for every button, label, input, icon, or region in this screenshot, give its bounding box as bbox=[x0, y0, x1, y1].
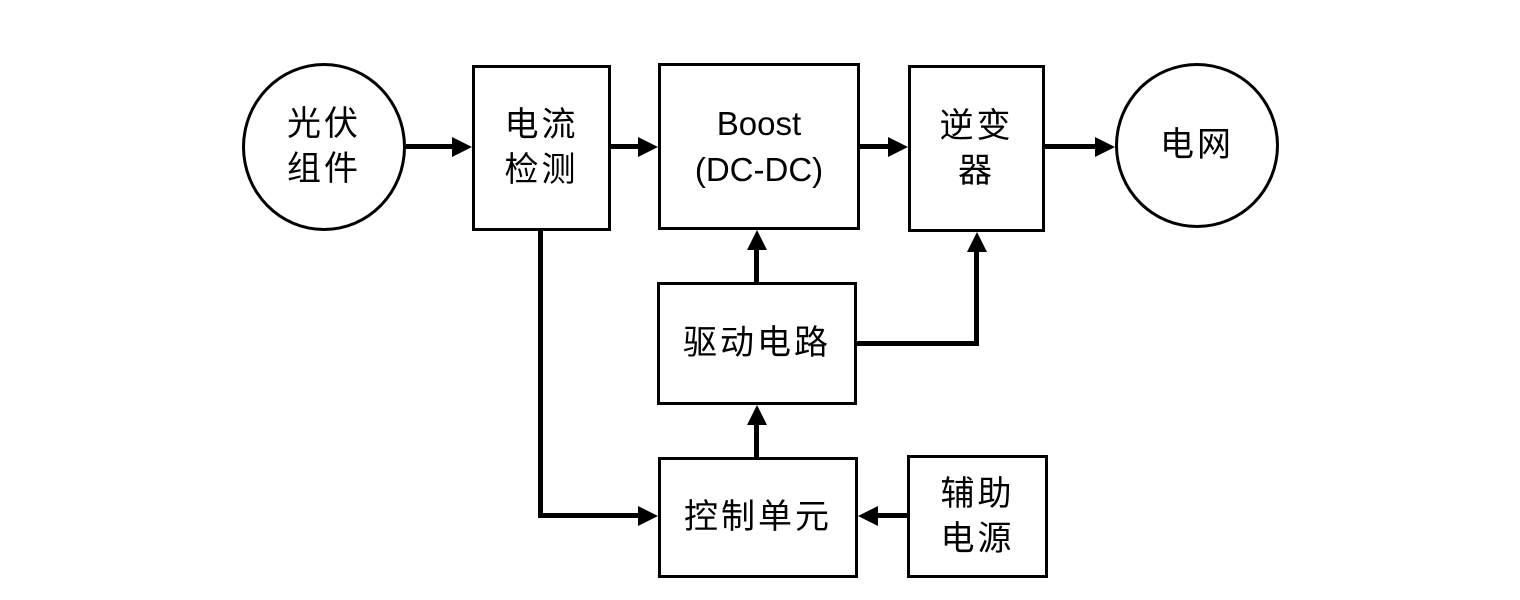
node-control-unit: 控制单元 bbox=[658, 457, 858, 578]
edge-current-to-boost-arrowhead bbox=[638, 137, 658, 157]
edge-drive-to-boost-shaft bbox=[754, 248, 759, 284]
edge-inverter-to-grid-shaft bbox=[1045, 144, 1100, 149]
node-inverter: 逆变 器 bbox=[908, 65, 1045, 232]
inverter-label: 逆变 器 bbox=[939, 105, 1014, 191]
node-grid: 电网 bbox=[1115, 63, 1279, 228]
aux-power-label: 辅助 电源 bbox=[940, 473, 1015, 559]
edge-current-to-control-vshaft bbox=[538, 229, 543, 518]
drive-circuit-label: 驱动电路 bbox=[683, 323, 831, 364]
node-current-detection: 电流 检测 bbox=[472, 65, 611, 231]
edge-aux-to-control-shaft bbox=[876, 513, 907, 518]
grid-label: 电网 bbox=[1160, 125, 1234, 166]
edge-drive-to-inverter-vshaft bbox=[974, 250, 979, 346]
edge-current-to-boost-shaft bbox=[611, 144, 643, 149]
boost-dcdc-label: Boost (DC-DC) bbox=[694, 104, 824, 188]
pv-module-label: 光伏 组件 bbox=[287, 104, 361, 189]
node-drive-circuit: 驱动电路 bbox=[657, 282, 857, 405]
edge-drive-to-inverter-hshaft bbox=[857, 341, 979, 346]
edge-inverter-to-grid-arrowhead bbox=[1095, 137, 1115, 157]
node-pv-module: 光伏 组件 bbox=[242, 63, 406, 231]
node-boost-dcdc: Boost (DC-DC) bbox=[658, 63, 860, 230]
edge-boost-to-inverter-arrowhead bbox=[888, 137, 908, 157]
edge-aux-to-control-arrowhead bbox=[858, 506, 878, 526]
node-aux-power: 辅助 电源 bbox=[907, 455, 1048, 578]
edge-drive-to-boost-arrowhead bbox=[747, 230, 767, 250]
edge-control-to-drive-shaft bbox=[754, 423, 759, 459]
edge-drive-to-inverter-arrowhead bbox=[967, 232, 987, 252]
edge-pv-to-current-shaft bbox=[406, 144, 458, 149]
edge-boost-to-inverter-shaft bbox=[860, 144, 893, 149]
current-detection-label: 电流 检测 bbox=[504, 105, 579, 190]
edge-control-to-drive-arrowhead bbox=[747, 405, 767, 425]
edge-pv-to-current-arrowhead bbox=[452, 137, 472, 157]
edge-current-to-control-arrowhead bbox=[638, 506, 658, 526]
edge-current-to-control-hshaft bbox=[538, 513, 639, 518]
control-unit-label: 控制单元 bbox=[684, 497, 832, 538]
